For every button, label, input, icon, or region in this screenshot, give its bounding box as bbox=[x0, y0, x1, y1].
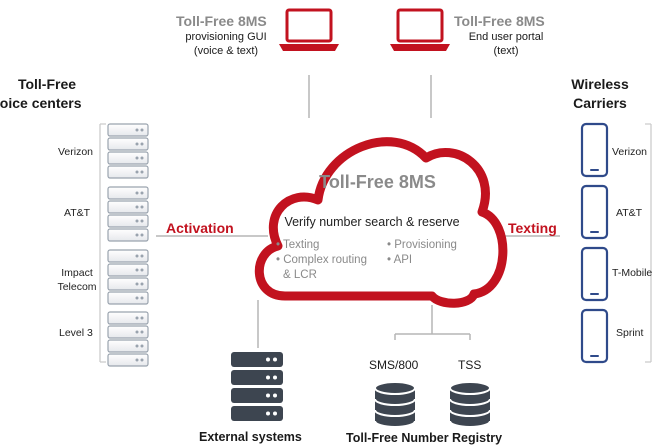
cloud-shape bbox=[254, 137, 508, 308]
portal-title: Toll-Free 8MS bbox=[454, 13, 545, 29]
wireless-title-line2: Carriers bbox=[573, 95, 627, 111]
server-icon-external bbox=[231, 352, 283, 421]
cloud-subtitle: Verify number search & reserve bbox=[284, 215, 460, 229]
bullet-routing-text: Complex routing bbox=[283, 254, 367, 266]
database-icon-sms800 bbox=[374, 381, 416, 428]
bullet-routing: • Complex routing bbox=[276, 254, 367, 266]
bullet-provisioning-text: Provisioning bbox=[394, 239, 457, 251]
bullet-texting-text: Texting bbox=[283, 239, 320, 251]
activation-label: Activation bbox=[166, 220, 234, 236]
voice-center-level3: Level 3 bbox=[59, 327, 93, 339]
database-icon-tss bbox=[449, 381, 491, 428]
wireless-title-line1: Wireless bbox=[571, 76, 629, 92]
portal-line1: End user portal bbox=[468, 31, 544, 43]
texting-label: Texting bbox=[508, 220, 557, 236]
bullet-api: • API bbox=[387, 254, 413, 266]
wireless-sprint: Sprint bbox=[616, 327, 644, 339]
laptop-icon-right bbox=[390, 8, 450, 51]
connector-lines bbox=[156, 75, 560, 348]
voice-center-att: AT&T bbox=[64, 207, 91, 219]
gui-title: Toll-Free 8MS bbox=[176, 13, 267, 29]
voice-center-impact: Impact Telecom bbox=[57, 267, 97, 293]
wireless-att: AT&T bbox=[616, 207, 643, 219]
phone-icons bbox=[580, 122, 609, 364]
sms800-label: SMS/800 bbox=[369, 358, 419, 372]
bullet-lcr: & LCR bbox=[283, 269, 317, 281]
gui-line1: provisioning GUI bbox=[185, 31, 267, 43]
portal-line2: (text) bbox=[493, 45, 519, 57]
voice-centers-title-line2: voice centers bbox=[0, 95, 82, 111]
voice-centers-title-line1: Toll-Free bbox=[17, 76, 77, 92]
laptop-icon-left bbox=[279, 8, 339, 51]
tss-label: TSS bbox=[458, 358, 482, 372]
voice-centers-bracket bbox=[99, 123, 106, 363]
registry-title: Toll-Free Number Registry bbox=[346, 431, 503, 445]
wireless-verizon: Verizon bbox=[612, 146, 648, 158]
cloud-title: Toll-Free 8MS bbox=[319, 172, 436, 192]
bullet-texting: • Texting bbox=[276, 239, 320, 251]
external-systems-label: External systems bbox=[199, 430, 302, 444]
server-icon-external-leds bbox=[266, 357, 277, 416]
wireless-bracket bbox=[645, 123, 652, 363]
server-leds bbox=[135, 128, 144, 362]
phone-buttons bbox=[590, 169, 599, 357]
voice-center-verizon: Verizon bbox=[58, 146, 94, 158]
gui-line2: (voice & text) bbox=[193, 45, 259, 57]
bullet-provisioning: • Provisioning bbox=[387, 239, 457, 251]
server-stack-icons-left bbox=[107, 123, 149, 367]
wireless-tmobile: T-Mobile bbox=[612, 267, 653, 279]
bullet-api-text: API bbox=[393, 254, 413, 266]
